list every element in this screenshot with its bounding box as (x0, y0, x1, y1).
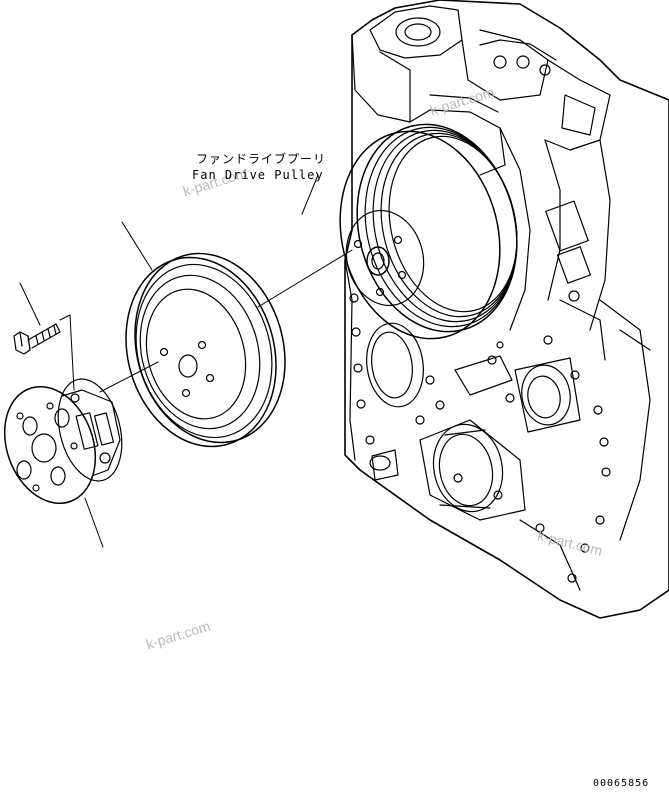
fan-drive-pulley-mounted (339, 123, 518, 340)
fan-drive-pulley (125, 252, 286, 448)
bolt (13, 323, 61, 355)
leader-lines (19, 174, 353, 548)
part-label-jp: ファンドライブプーリ (196, 152, 327, 166)
document-number: 00065856 (593, 778, 650, 789)
engine-front-cover (344, 0, 669, 619)
spacer (3, 378, 123, 505)
part-label-en: Fan Drive Pulley (192, 168, 324, 182)
